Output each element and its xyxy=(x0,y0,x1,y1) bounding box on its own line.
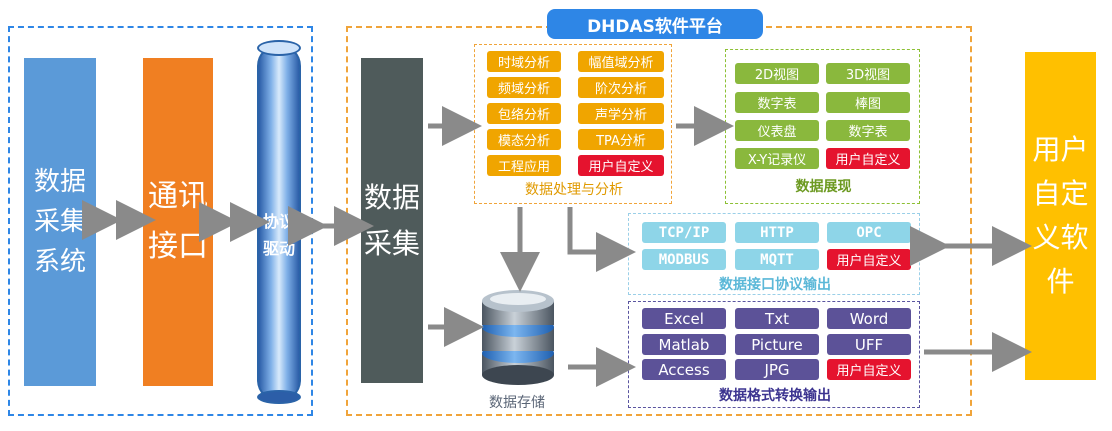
pipe-bottom-cap xyxy=(257,390,301,404)
format-output-panel: Excel Txt Word Matlab Picture UFF Access… xyxy=(628,301,920,408)
proc-item: 模态分析 xyxy=(487,129,561,150)
platform-title: DHDAS软件平台 xyxy=(547,9,763,39)
protocol-item: MQTT xyxy=(735,249,819,270)
format-item: UFF xyxy=(827,334,911,355)
data-collection-block: 数据采集 xyxy=(361,58,423,383)
processing-caption: 数据处理与分析 xyxy=(525,182,623,198)
format-item: JPG xyxy=(735,359,819,380)
protocol-item: HTTP xyxy=(735,222,819,243)
format-item: Excel xyxy=(642,308,726,329)
proc-item: 包络分析 xyxy=(487,103,561,124)
protocol-driver-label: 协议驱动 xyxy=(262,212,295,258)
arrow-processing-protocol xyxy=(567,207,636,272)
format-caption: 数据格式转换输出 xyxy=(719,388,831,404)
display-item: 数字表 xyxy=(826,120,910,141)
display-item: 2D视图 xyxy=(735,63,819,84)
proc-item: TPA分析 xyxy=(578,129,664,150)
data-storage-label: 数据存储 xyxy=(489,395,545,411)
protocol-item: TCP/IP xyxy=(642,222,726,243)
protocol-output-panel: TCP/IP HTTP OPC MODBUS MQTT 用户自定义 数据接口协议… xyxy=(628,213,920,295)
protocol-caption: 数据接口协议输出 xyxy=(719,277,831,293)
protocol-item-custom: 用户自定义 xyxy=(827,249,911,270)
display-item: X-Y记录仪 xyxy=(735,148,819,169)
proc-item: 频域分析 xyxy=(487,77,561,98)
processing-panel: 时域分析 幅值域分析 频域分析 阶次分析 包络分析 声学分析 模态分析 TPA分… xyxy=(474,44,672,204)
protocol-item: OPC xyxy=(827,222,911,243)
display-item: 数字表 xyxy=(735,92,819,113)
format-item-custom: 用户自定义 xyxy=(827,359,911,380)
format-item: Matlab xyxy=(642,334,726,355)
proc-item-custom: 用户自定义 xyxy=(578,155,664,176)
protocol-item: MODBUS xyxy=(642,249,726,270)
display-item: 3D视图 xyxy=(826,63,910,84)
display-item-custom: 用户自定义 xyxy=(826,148,910,169)
proc-item: 时域分析 xyxy=(487,51,561,72)
display-caption: 数据展现 xyxy=(795,179,852,195)
display-item: 棒图 xyxy=(826,92,910,113)
user-custom-software-block: 用户自定义软件 xyxy=(1025,52,1096,380)
format-item: Access xyxy=(642,359,726,380)
display-item: 仪表盘 xyxy=(735,120,819,141)
format-item: Word xyxy=(827,308,911,329)
format-item: Txt xyxy=(735,308,819,329)
proc-item: 阶次分析 xyxy=(578,77,664,98)
proc-item: 声学分析 xyxy=(578,103,664,124)
pipe-top-cap xyxy=(257,40,301,56)
database-icon xyxy=(482,290,554,385)
display-panel: 2D视图 3D视图 数字表 棒图 仪表盘 数字表 X-Y记录仪 用户自定义 数据… xyxy=(725,49,920,204)
proc-item: 幅值域分析 xyxy=(578,51,664,72)
proc-item: 工程应用 xyxy=(487,155,561,176)
format-item: Picture xyxy=(735,334,819,355)
